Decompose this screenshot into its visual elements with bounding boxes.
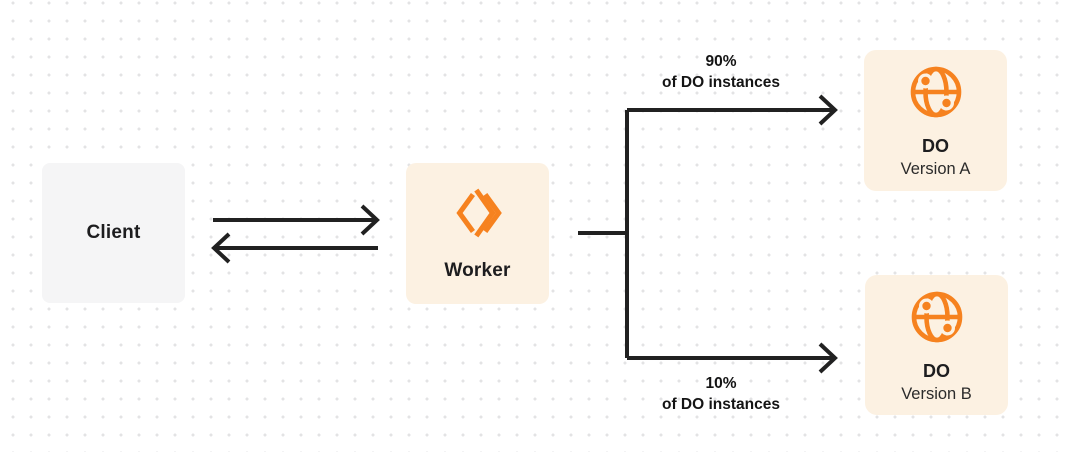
do-b-title: DO — [923, 360, 950, 381]
arrowhead-right-icon — [360, 204, 380, 236]
node-worker: Worker — [406, 163, 549, 304]
bottom-branch-caption: of DO instances — [662, 396, 780, 413]
bottom-branch-label: 10% of DO instances — [631, 373, 811, 415]
top-branch-percent: 90% — [705, 53, 737, 70]
top-branch-caption: of DO instances — [662, 74, 780, 91]
worker-label: Worker — [444, 260, 511, 281]
top-branch-label: 90% of DO instances — [631, 51, 811, 93]
client-label: Client — [86, 222, 141, 243]
durable-object-globe-icon — [906, 62, 966, 127]
node-do-version-b: DO Version B — [865, 275, 1008, 415]
bottom-branch-percent: 10% — [705, 375, 737, 392]
do-a-title: DO — [922, 136, 949, 156]
arrowhead-left-icon — [211, 232, 231, 264]
node-do-version-a: DO Version A — [864, 50, 1007, 191]
arrowhead-bottom-right-icon — [818, 342, 838, 374]
durable-object-globe-icon — [907, 287, 967, 352]
do-b-subtitle: Version B — [901, 384, 972, 403]
cloudflare-workers-icon — [450, 185, 506, 246]
arrowhead-top-right-icon — [818, 94, 838, 126]
do-a-subtitle: Version A — [900, 160, 971, 178]
node-client: Client — [42, 163, 185, 303]
